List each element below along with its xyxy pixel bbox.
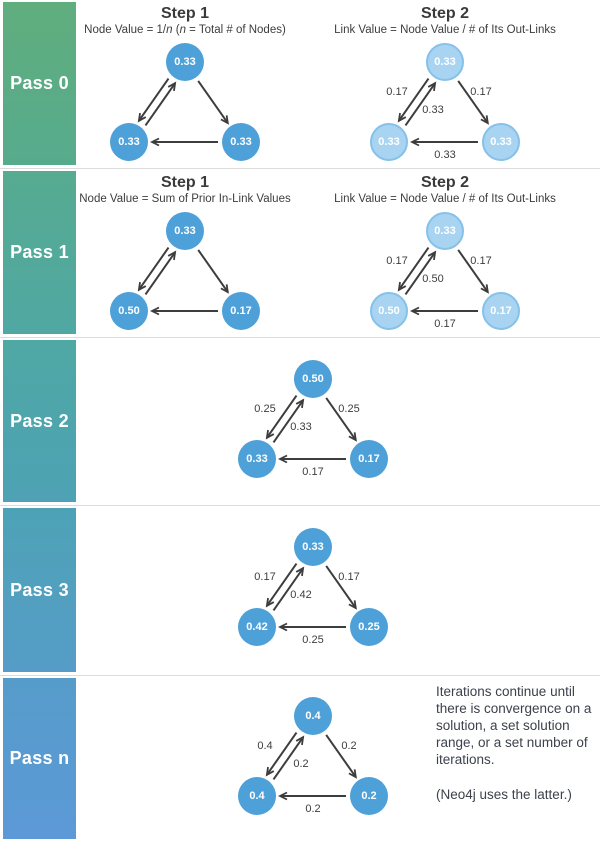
graph-diagram: 0.4 0.4 0.2 0.4 0.2 0.2 0.2 xyxy=(198,684,428,842)
pass-1-band: Pass 1 xyxy=(3,171,76,334)
step-title: Step 2 xyxy=(420,5,469,22)
pass-2-label: Pass 2 xyxy=(10,410,69,431)
edge-label-left: 0.4 xyxy=(257,740,273,752)
step-subtitle: Link Value = Node Value / # of Its Out-L… xyxy=(334,193,556,205)
row-pass-2: Pass 2 0.50 0.33 0.17 0.25 0.33 0.25 0.1… xyxy=(0,338,600,506)
graph-node-bottom-right: 0.2 xyxy=(350,777,388,815)
subtitle-text: = Total # of Nodes) xyxy=(185,24,286,36)
row-pass-0: Pass 0 Step 1 Node Value = 1/n (n = Tota… xyxy=(0,0,600,169)
graph-node-bottom-right: 0.33 xyxy=(482,123,520,161)
pass-n-band: Pass n xyxy=(3,678,76,839)
neo4j-note-paragraph: (Neo4j uses the latter.) xyxy=(436,787,572,802)
subtitle-text: ( xyxy=(172,24,180,36)
pass-0-band: Pass 0 xyxy=(3,2,76,165)
graph-arrows xyxy=(198,732,428,842)
edge-label-right: 0.17 xyxy=(470,255,492,267)
graph-node-bottom-left: 0.50 xyxy=(370,292,408,330)
graph-node-top: 0.50 xyxy=(294,360,332,398)
graph-node-bottom-right: 0.17 xyxy=(222,292,260,330)
graph-arrows xyxy=(330,247,560,357)
edge-label-left: 0.17 xyxy=(254,571,276,583)
graph-node-top: 0.33 xyxy=(166,212,204,250)
edge-label-inner: 0.42 xyxy=(290,589,312,601)
graph-node-bottom-right: 0.17 xyxy=(350,440,388,478)
graph-node-bottom-right: 0.33 xyxy=(222,123,260,161)
edge-label-inner: 0.33 xyxy=(290,421,312,433)
graph-node-top: 0.33 xyxy=(426,212,464,250)
step-subtitle: Node Value = 1/n (n = Total # of Nodes) xyxy=(70,23,300,37)
graph-diagram: 0.33 0.50 0.17 0.17 0.50 0.17 0.17 xyxy=(330,199,560,357)
pass-n-label: Pass n xyxy=(9,748,70,768)
graph-diagram: 0.33 0.33 0.33 0.17 0.33 0.17 0.33 xyxy=(330,30,560,188)
row-pass-1: Pass 1 Step 1 Node Value = Sum of Prior … xyxy=(0,169,600,338)
edge-label-right: 0.2 xyxy=(341,740,357,752)
subtitle-italic-n: n xyxy=(179,24,186,36)
pass-0-label: Pass 0 xyxy=(10,73,69,93)
row-pass-3: Pass 3 0.33 0.42 0.25 0.17 0.42 0.17 0.2… xyxy=(0,506,600,676)
graph-arrows xyxy=(198,563,428,673)
edge-label-inner: 0.50 xyxy=(422,273,444,285)
graph-node-bottom-left: 0.33 xyxy=(370,123,408,161)
edge-label-bottom: 0.33 xyxy=(434,149,456,161)
pass-3-band: Pass 3 xyxy=(3,508,76,672)
step-subtitle: Node Value = Sum of Prior In-Link Values xyxy=(79,193,291,205)
graph-node-top: 0.33 xyxy=(294,528,332,566)
graph-node-bottom-right: 0.17 xyxy=(482,292,520,330)
graph-node-top: 0.33 xyxy=(166,43,204,81)
step-title: Step 2 xyxy=(420,174,469,191)
step-subtitle: Link Value = Node Value / # of Its Out-L… xyxy=(334,24,556,36)
edge-label-left: 0.17 xyxy=(386,255,408,267)
graph-node-bottom-left: 0.42 xyxy=(238,608,276,646)
edge-label-right: 0.17 xyxy=(338,571,360,583)
edge-label-right: 0.25 xyxy=(338,403,360,415)
edge-label-inner: 0.2 xyxy=(293,758,309,770)
pass-2-band: Pass 2 xyxy=(3,340,76,502)
graph-arrows xyxy=(70,78,300,188)
edge-label-left: 0.17 xyxy=(386,86,408,98)
graph-node-bottom-right: 0.25 xyxy=(350,608,388,646)
pass-1-label: Pass 1 xyxy=(10,242,69,262)
edge-label-bottom: 0.17 xyxy=(434,318,456,330)
graph-diagram: 0.50 0.33 0.17 0.25 0.33 0.25 0.17 xyxy=(198,347,428,505)
pass-1-step-2-column: Step 2 Link Value = Node Value / # of It… xyxy=(330,169,560,330)
graph-arrows xyxy=(198,395,428,505)
subtitle-italic-n: n xyxy=(166,24,173,36)
edge-label-left: 0.25 xyxy=(254,403,276,415)
graph-node-bottom-left: 0.50 xyxy=(110,292,148,330)
graph-arrows xyxy=(330,78,560,188)
edge-label-bottom: 0.17 xyxy=(302,466,324,478)
graph-diagram: 0.33 0.42 0.25 0.17 0.42 0.17 0.25 xyxy=(198,515,428,673)
edge-label-right: 0.17 xyxy=(470,86,492,98)
subtitle-text: Node Value = 1/ xyxy=(84,24,167,36)
pass-3-label: Pass 3 xyxy=(10,579,69,600)
convergence-note-paragraph: Iterations continue until there is conve… xyxy=(436,684,592,767)
graph-arrows xyxy=(70,247,300,357)
graph-diagram: 0.33 0.33 0.33 xyxy=(70,30,300,188)
graph-node-bottom-left: 0.33 xyxy=(110,123,148,161)
convergence-note: Iterations continue until there is conve… xyxy=(436,683,597,803)
pass-0-step-2-column: Step 2 Link Value = Node Value / # of It… xyxy=(330,0,560,161)
edge-label-bottom: 0.2 xyxy=(305,803,321,815)
graph-diagram: 0.33 0.50 0.17 xyxy=(70,199,300,357)
row-pass-n: Pass n 0.4 0.4 0.2 0.4 0.2 0.2 0.2 xyxy=(0,676,600,842)
pass-0-step-1-column: Step 1 Node Value = 1/n (n = Total # of … xyxy=(70,0,300,161)
pass-1-step-1-column: Step 1 Node Value = Sum of Prior In-Link… xyxy=(70,169,300,330)
graph-node-top: 0.33 xyxy=(426,43,464,81)
step-title: Step 1 xyxy=(160,5,209,22)
graph-node-top: 0.4 xyxy=(294,697,332,735)
step-title: Step 1 xyxy=(160,174,209,191)
edge-label-bottom: 0.25 xyxy=(302,634,324,646)
graph-node-bottom-left: 0.33 xyxy=(238,440,276,478)
edge-label-inner: 0.33 xyxy=(422,104,444,116)
graph-node-bottom-left: 0.4 xyxy=(238,777,276,815)
